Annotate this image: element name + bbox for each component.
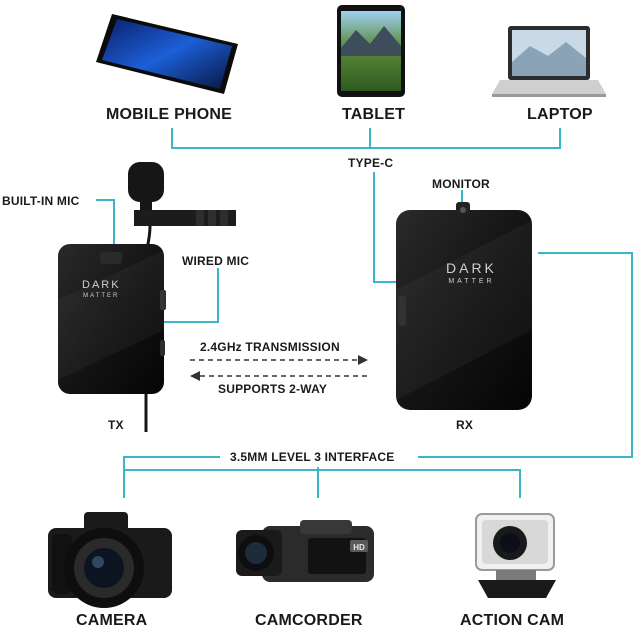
connector-lines — [96, 128, 633, 498]
transmission-arrows — [190, 355, 368, 381]
wired-mic-line — [162, 268, 219, 323]
mobile-phone-illustration — [96, 14, 238, 94]
tx-brand-logo: DARK MATTER — [82, 279, 121, 300]
label-builtin-mic: BUILT-IN MIC — [2, 194, 80, 208]
builtin-mic-line — [96, 199, 115, 262]
interface-line — [418, 252, 633, 458]
rx-brand-logo: DARK MATTER — [446, 260, 497, 285]
label-tx: TX — [108, 418, 124, 432]
tablet-illustration — [337, 5, 405, 97]
label-rx: RX — [456, 418, 474, 432]
action-cam-illustration — [475, 513, 556, 598]
label-type-c: TYPE-C — [348, 156, 394, 170]
label-laptop: LAPTOP — [527, 106, 593, 123]
label-supports-two-way: SUPPORTS 2-WAY — [218, 382, 328, 396]
camcorder-illustration — [236, 520, 374, 582]
label-monitor: MONITOR — [432, 177, 490, 191]
label-interface: 3.5MM LEVEL 3 INTERFACE — [230, 450, 395, 464]
rx-receiver-unit — [396, 202, 532, 410]
label-action-cam: ACTION CAM — [460, 612, 565, 629]
interface-line-right — [124, 469, 521, 498]
top-bus-line — [171, 128, 561, 149]
label-camcorder: CAMCORDER — [255, 612, 363, 629]
interface-line-left — [123, 456, 220, 498]
camera-illustration — [48, 512, 172, 608]
laptop-illustration — [492, 26, 606, 97]
label-camera: CAMERA — [76, 612, 148, 629]
label-mobile-phone: MOBILE PHONE — [106, 106, 232, 123]
label-transmission: 2.4GHz TRANSMISSION — [200, 340, 340, 354]
label-tablet: TABLET — [342, 106, 406, 123]
type-c-line — [373, 172, 398, 283]
lavalier-mic-illustration — [128, 162, 236, 257]
tx-transmitter-unit — [58, 244, 166, 432]
label-wired-mic: WIRED MIC — [182, 254, 250, 268]
camcorder-badge: HD — [353, 543, 365, 552]
